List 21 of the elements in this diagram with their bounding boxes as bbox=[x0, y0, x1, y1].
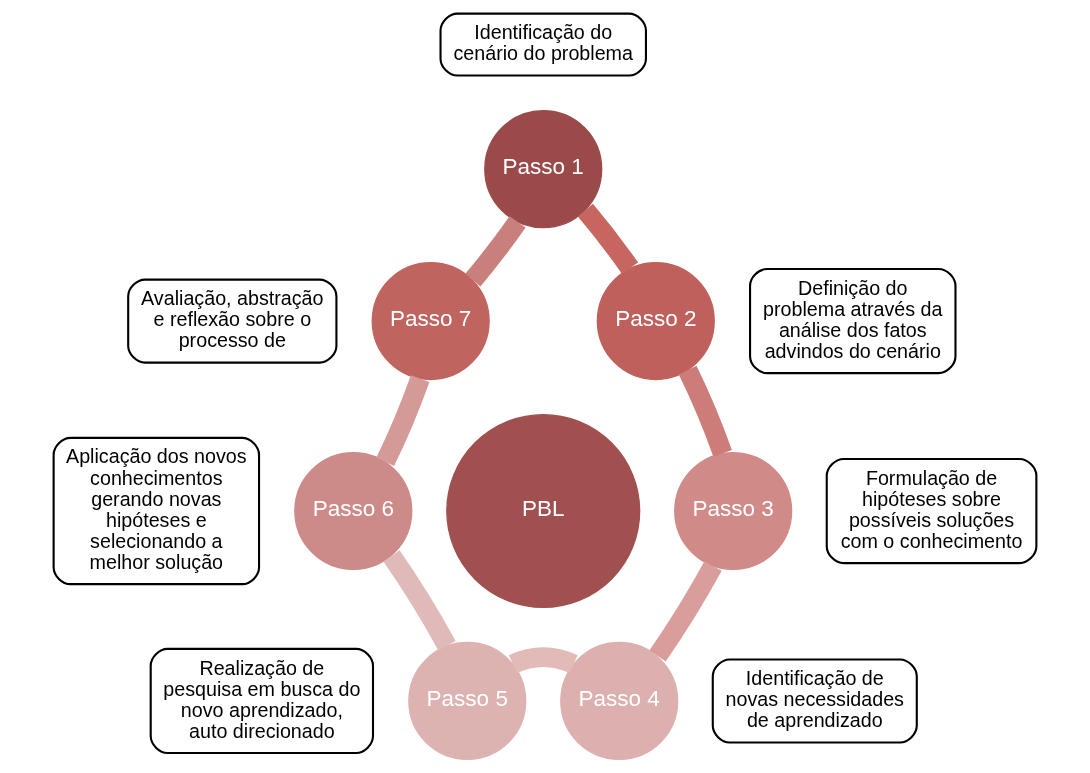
node-circle: Passo 7 bbox=[371, 262, 490, 381]
node-circle: Passo 6 bbox=[294, 451, 413, 571]
connector bbox=[577, 203, 639, 274]
node-box: Formulação de hipóteses sobre possíveis soluções com o conhecimento bbox=[825, 457, 1038, 565]
node-circle: PBL bbox=[446, 413, 641, 609]
connector bbox=[649, 561, 722, 662]
connector bbox=[383, 550, 456, 651]
node-box: Identificação de novas necessidades de aprendizado bbox=[711, 658, 918, 744]
node-box: Definição do problema através da análise dos fatos advindos do cenário bbox=[749, 267, 957, 375]
node-box: Realização de pesquisa em busca do novo aprendizado, auto direcionado bbox=[149, 647, 375, 755]
node-box: Avaliação, abstração e reflexão sobre o processo de bbox=[127, 278, 338, 364]
connector bbox=[465, 216, 526, 287]
node-circle: Passo 3 bbox=[674, 451, 793, 571]
node-circle: Passo 1 bbox=[484, 110, 603, 229]
connector bbox=[678, 365, 732, 457]
node-circle: Passo 4 bbox=[560, 641, 679, 761]
connector bbox=[376, 375, 430, 466]
node-box: Identificação do cenário do problema bbox=[439, 12, 647, 77]
node-box: Aplicação dos novos conhecimentos gerando novas hipóteses e selecionando a melhor solução bbox=[52, 436, 261, 586]
node-circle: Passo 5 bbox=[408, 641, 527, 761]
node-circle: Passo 2 bbox=[596, 262, 715, 381]
